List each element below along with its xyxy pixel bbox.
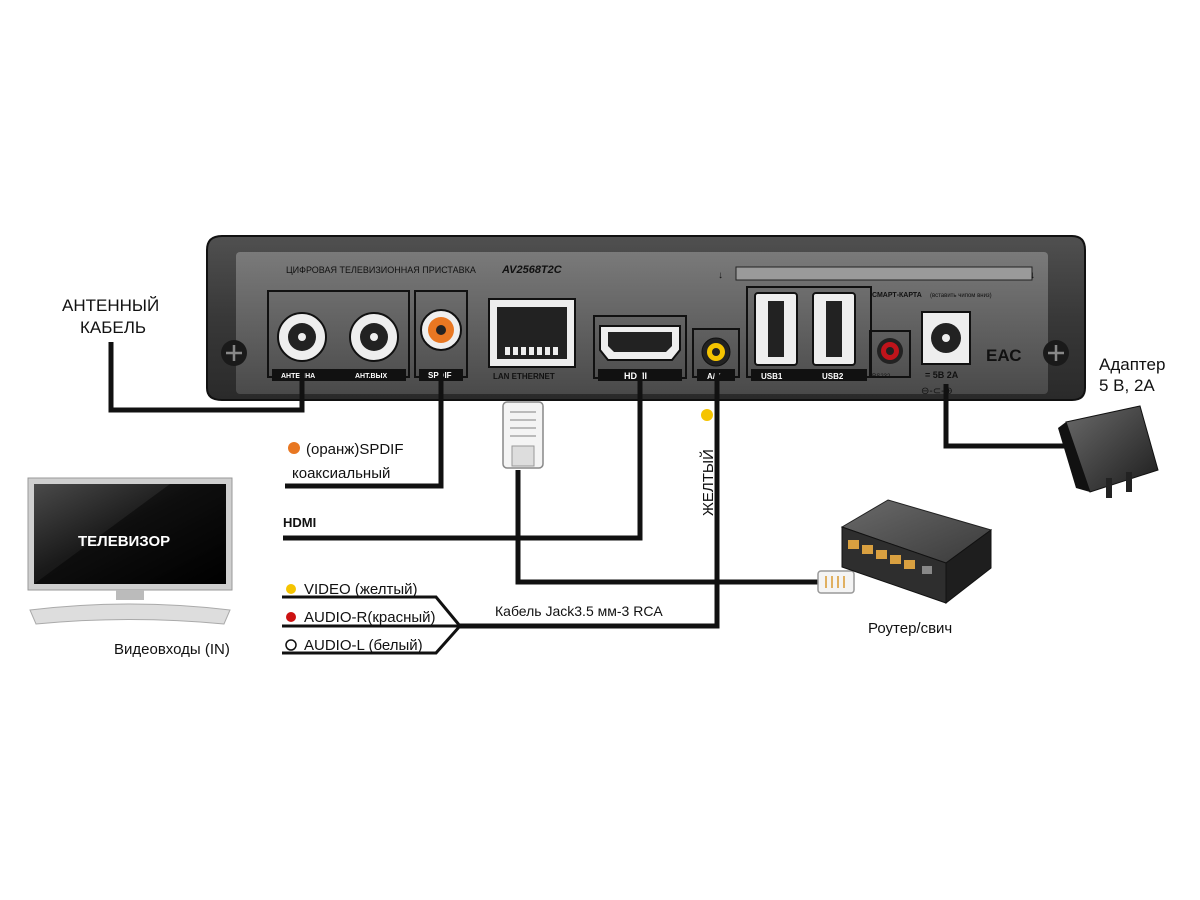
video-label: VIDEO (желтый) (304, 581, 418, 598)
spdif-label-1: (оранж)SPDIF (306, 441, 404, 458)
audio-r-label: AUDIO-R(красный) (304, 609, 436, 626)
port-label-antenna: АНТЕННА (281, 373, 315, 380)
router-label: Роутер/свич (868, 620, 952, 637)
power-cable (943, 384, 1066, 449)
port-label-lan: LAN ETHERNET (493, 372, 555, 381)
set-top-box: ↓ ↓ (206, 235, 1086, 401)
audio-r-dot-icon (286, 612, 296, 622)
slot-arrow-left-icon: ↓ (718, 270, 723, 281)
screw-right-icon (1043, 340, 1069, 366)
port-label-hdmi: HDMI (624, 371, 647, 381)
router-icon (840, 499, 993, 605)
hdmi-cable (283, 372, 643, 541)
usb1-port-icon (754, 292, 798, 366)
hdmi-cable-label: HDMI (283, 515, 316, 530)
spdif-label-2: коаксиальный (292, 465, 390, 482)
port-label-ant-out: АНТ.ВЫХ (355, 373, 387, 380)
hdmi-port-icon (599, 325, 681, 361)
smartcard-label: СМАРТ-КАРТА (872, 292, 922, 299)
device-title: ЦИФРОВАЯ ТЕЛЕВИЗИОННАЯ ПРИСТАВКА (286, 265, 476, 275)
cables (108, 342, 1066, 629)
antenna-port-icon (277, 312, 327, 362)
device-model: AV2568T2C (501, 264, 563, 276)
slot-arrow-right-icon: ↓ (1030, 270, 1035, 281)
port-label-rs232: RS232 (872, 374, 891, 380)
yellow-label: ЖЕЛТЫЙ (699, 449, 717, 516)
jack-cable-label: Кабель Jack3.5 мм-3 RCA (495, 603, 663, 619)
av-cable (460, 372, 720, 629)
port-label-usb1: USB1 (761, 372, 783, 381)
rca-fanout (282, 595, 462, 655)
rj45-plug-icon (502, 401, 544, 469)
usb2-port-icon (812, 292, 856, 366)
orange-dot-icon (288, 442, 300, 454)
yellow-dot-icon (701, 409, 713, 421)
spdif-cable (285, 372, 444, 489)
audio-l-dot-icon (285, 639, 297, 651)
screw-left-icon (221, 340, 247, 366)
power-polarity-icon: ⊖-⊂-⊕ (921, 386, 953, 397)
port-label-av: A/V (707, 372, 721, 381)
antenna-cable-label-2: КАБЕЛЬ (80, 318, 146, 337)
tv-label: ТЕЛЕВИЗОР (78, 533, 170, 550)
lan-port-icon (488, 298, 576, 368)
adapter-label-2: 5 В, 2А (1099, 376, 1155, 395)
video-dot-icon (286, 584, 296, 594)
tv-icon (27, 477, 233, 625)
port-label-power: = 5В 2А (925, 370, 959, 380)
adapter-label-1: Адаптер (1099, 355, 1165, 374)
rs232-port-icon (877, 338, 903, 364)
smartcard-slot (735, 266, 1033, 281)
port-label-usb2: USB2 (822, 372, 844, 381)
rj45-router-plug-icon (817, 570, 855, 594)
power-port-icon (921, 311, 971, 365)
smartcard-hint: (вставить чипом вниз) (930, 293, 992, 299)
antenna-cable-label-1: АНТЕННЫЙ (62, 296, 159, 315)
lan-cable (515, 470, 820, 585)
audio-l-label: AUDIO-L (белый) (304, 637, 423, 654)
video-inputs-label: Видеовходы (IN) (114, 641, 230, 658)
av-port-icon (701, 337, 731, 367)
antenna-cable (108, 342, 305, 413)
spdif-port-icon (420, 309, 462, 351)
power-adapter-icon (1058, 405, 1159, 498)
eac-mark: ЕАС (986, 346, 1021, 365)
antenna-out-port-icon (349, 312, 399, 362)
